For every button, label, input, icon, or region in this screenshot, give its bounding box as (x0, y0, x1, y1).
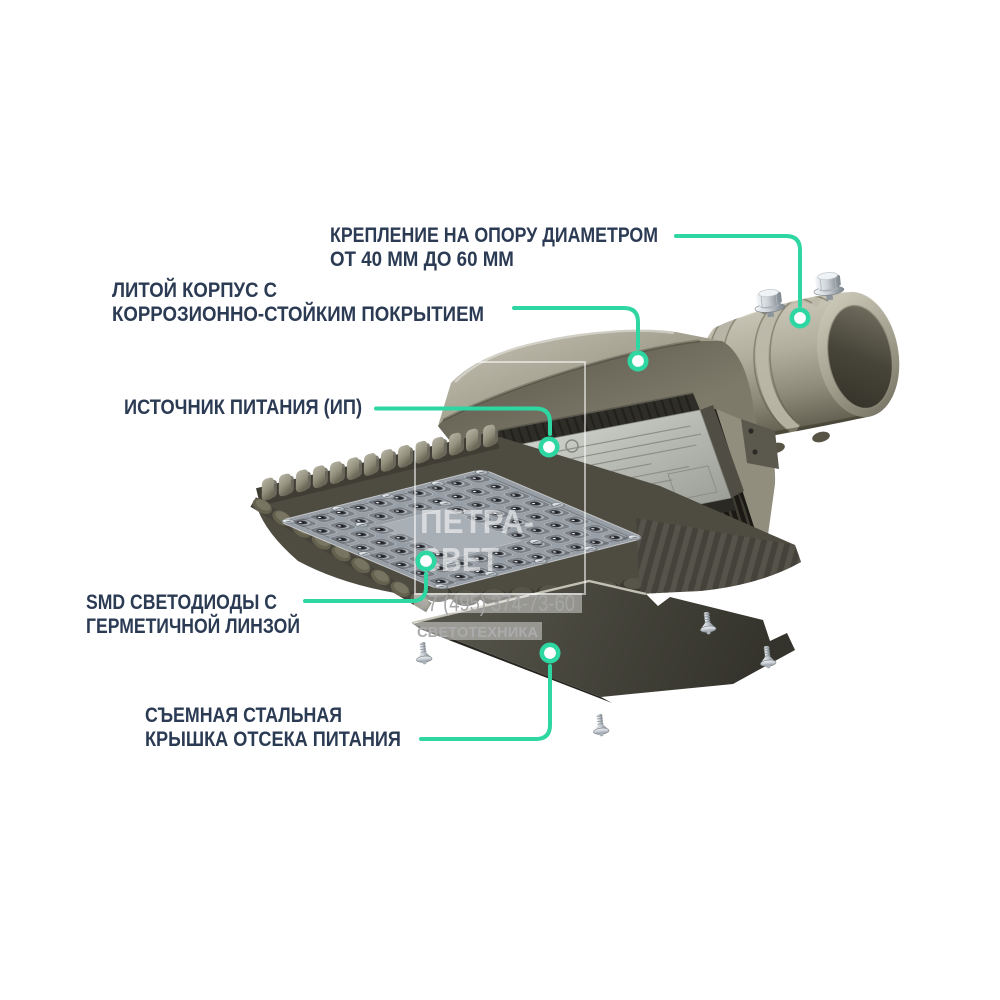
cover-screw (414, 640, 434, 666)
psu-label-logo (565, 439, 579, 453)
callout-text: ГЕРМЕТИЧНОЙ ЛИНЗОЙ (86, 613, 300, 638)
callout-text: КРЫШКА ОТСЕКА ПИТАНИЯ (145, 726, 401, 751)
callout-dot-smd-leds (415, 550, 437, 572)
watermark-phone: +7 (495) 374-73-60 (417, 590, 575, 616)
cover-plate-highlight (411, 579, 647, 625)
callout-line-steel-cover (419, 664, 552, 741)
callout-line-smd-leds (303, 572, 428, 603)
callout-lines (303, 234, 802, 741)
watermark-caption-band (414, 622, 542, 640)
callout-dots (415, 307, 811, 664)
callout-line-power-supply (374, 406, 552, 436)
watermark-brand-1: ПЕТРА- (420, 503, 534, 540)
callout-text: ИСТОЧНИК ПИТАНИЯ (ИП) (124, 395, 363, 419)
watermark-phone-band (414, 593, 582, 613)
steel-cover-plate (411, 579, 795, 738)
watermark: ПЕТРА- СВЕТ +7 (495) 374-73-60 СВЕТОТЕХН… (414, 361, 586, 641)
callout-dot-housing (627, 350, 649, 372)
cover-plate-edge (412, 623, 612, 703)
callout-label-power-supply: ИСТОЧНИК ПИТАНИЯ (ИП) (124, 395, 403, 420)
callout-label-housing: ЛИТОЙ КОРПУС С КОРРОЗИОННО-СТОЙКИМ ПОКРЫ… (112, 278, 539, 326)
callout-label-pole-mount: КРЕПЛЕНИЕ НА ОПОРУ ДИАМЕТРОМ ОТ 40 ММ ДО… (330, 223, 726, 271)
callout-text: ЛИТОЙ КОРПУС С (112, 278, 278, 302)
callout-dot-steel-cover (539, 642, 561, 664)
callout-text: SMD СВЕТОДИОДЫ С (86, 590, 278, 614)
callout-text: ОТ 40 ММ ДО 60 ММ (330, 246, 514, 271)
psu-fin-ridges (493, 392, 694, 448)
callout-dot-pole-mount (789, 307, 811, 329)
callout-label-steel-cover: СЪЕМНАЯ СТАЛЬНАЯ КРЫШКА ОТСЕКА ПИТАНИЯ (145, 703, 447, 751)
watermark-frame (414, 361, 586, 595)
housing-top-highlight (454, 329, 675, 383)
heatsink-fins (256, 424, 500, 506)
callout-line-pole-mount (674, 234, 802, 308)
cover-screw (591, 712, 611, 738)
callout-text: СЪЕМНАЯ СТАЛЬНАЯ (145, 703, 342, 727)
psu-end-face (700, 405, 744, 498)
callout-label-smd-leds: SMD СВЕТОДИОДЫ С ГЕРМЕТИЧНОЙ ЛИНЗОЙ (86, 590, 346, 638)
watermark-caption: СВЕТОТЕХНИКА (417, 624, 538, 641)
callout-line-housing (512, 306, 640, 350)
mount-tube-bore (827, 305, 893, 409)
callout-text: КРЕПЛЕНИЕ НА ОПОРУ ДИАМЕТРОМ (330, 223, 658, 247)
callout-text: КОРРОЗИОННО-СТОЙКИМ ПОКРЫТИЕМ (112, 301, 485, 326)
callout-dot-power-supply (538, 436, 560, 458)
housing-crease (442, 339, 701, 422)
lens-plate-screws (281, 470, 642, 589)
lens-plate-window (376, 508, 522, 559)
housing-bevel (438, 341, 757, 476)
cover-plate-face (412, 581, 795, 697)
